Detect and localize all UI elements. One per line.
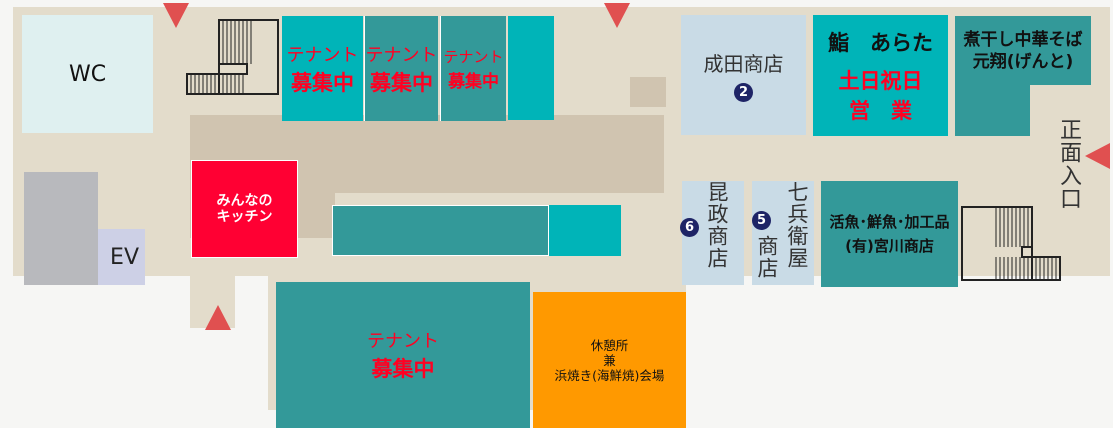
narita-shop[interactable]: 成田商店 2 [681,15,806,135]
wc-label: WC [68,61,107,87]
shop-name: (有)宮川商店 [845,237,934,255]
tenant-label: 募集中 [291,70,354,95]
ev-shaft [24,172,98,285]
shop-name: 活魚･鮮魚･加工品 [829,213,950,231]
entrance-arrow-icon [163,3,189,28]
tenant-label: テナント [286,44,359,66]
shop-cyan[interactable] [508,16,554,120]
shop-name: 元翔(げんと) [972,52,1074,72]
rest-area[interactable]: 休憩所兼浜焼き(海鮮焼)会場 [533,292,686,428]
shop-number: 6 [680,218,699,237]
shop-sub: 商店 [755,235,779,279]
konmasa-shop[interactable]: 6 昆政商店 [680,181,744,285]
tenant-vacant-2[interactable]: テナント募集中 [364,16,438,121]
shop-name: 七兵衛屋 [785,181,809,269]
rest-label: 休憩所 [590,337,629,353]
shop-hours: 土日祝日 [838,68,923,93]
stairs-icon [961,206,1061,281]
gento-label: 煮干し中華そば元翔(げんと) [955,20,1091,82]
tenant-label: 募集中 [371,357,435,381]
tenant-vacant-1[interactable]: テナント募集中 [282,16,363,121]
wc-room[interactable]: WC [22,15,153,133]
rest-label: 兼 [603,352,616,368]
tenant-vacant-large[interactable]: テナント募集中 [276,282,530,428]
miyagawa-shop[interactable]: 活魚･鮮魚･加工品 (有)宮川商店 [821,181,958,287]
shop-number: 2 [734,83,753,102]
shop-name: 煮干し中華そば [963,30,1083,50]
tenant-vacant-3[interactable]: テナント募集中 [440,16,506,121]
tenant-label: 募集中 [448,71,499,92]
entrance-arrow-icon [604,3,630,28]
tenant-label: 募集中 [370,70,433,95]
stairs-icon [186,19,279,95]
shop-hours: 営 業 [849,98,912,123]
rest-label: 浜焼き(海鮮焼)会場 [554,367,665,383]
minna-no-kitchen[interactable]: みんなのキッチン [191,160,298,258]
kitchen-label: みんなの [216,193,273,209]
shop-name: 昆政商店 [705,181,729,269]
pillar [630,77,666,107]
shop-teal-long[interactable] [332,205,549,256]
kitchen-label: キッチン [216,209,273,225]
shop-number: 5 [752,211,771,230]
gento-ramen-lower [955,84,1030,136]
entrance-arrow-icon [1085,143,1110,169]
main-entrance-label: 正面入口 [1056,118,1081,210]
tenant-label: テナント [367,331,439,352]
elevator[interactable]: EV [98,229,145,285]
tenant-label: テナント [365,44,438,66]
shop-name: 成田商店 [703,52,784,76]
shichibei-shop[interactable]: 5 商店 七兵衛屋 [752,181,814,285]
sushi-arata[interactable]: 鮨 あらた土日祝日営 業 [813,15,948,136]
tenant-label: テナント [443,47,504,66]
shop-name: 鮨 あらた [828,30,933,55]
gento-ramen[interactable] [955,16,1091,85]
shop-cyan-small[interactable] [549,205,621,256]
entrance-arrow-icon [205,305,231,330]
ev-label: EV [110,244,139,270]
